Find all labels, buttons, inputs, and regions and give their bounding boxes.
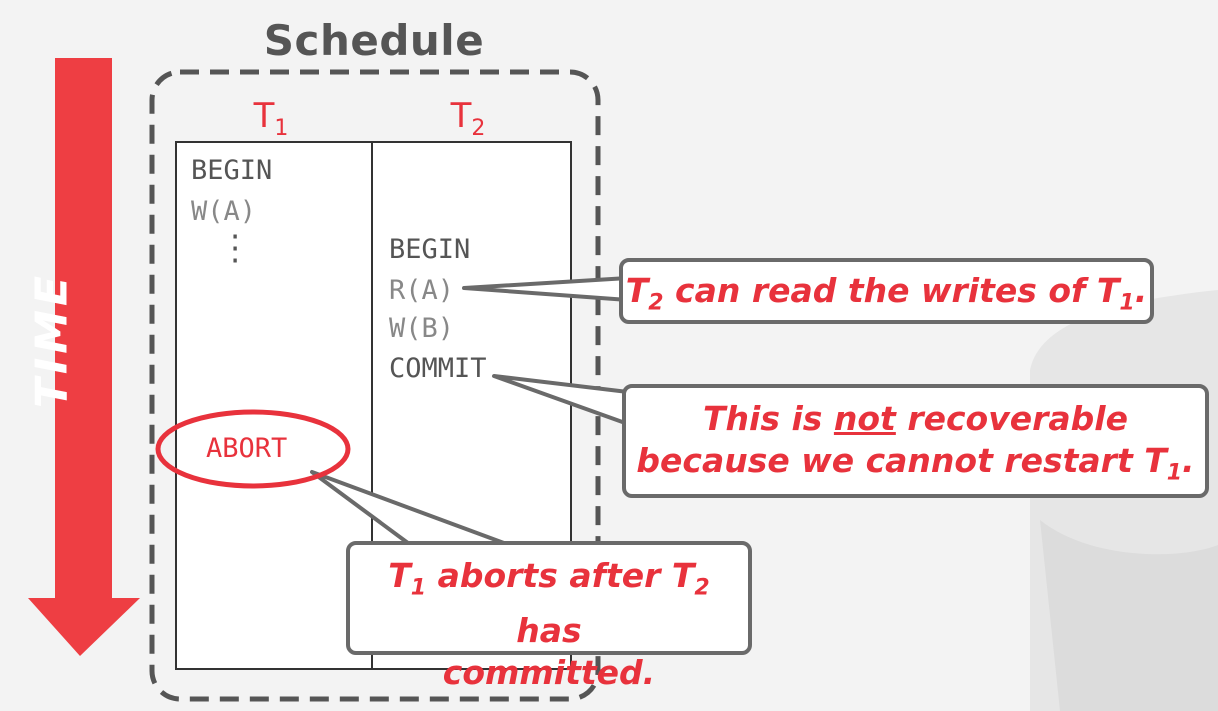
callout-aborts-after: T1 aborts after T2 has committed. xyxy=(346,541,752,692)
t2-read-a: R(A) xyxy=(389,275,455,306)
callout-read-writes: T2 can read the writes of T1. xyxy=(619,258,1154,324)
t1-begin: BEGIN xyxy=(191,155,273,186)
time-arrow-icon xyxy=(28,58,140,656)
column-header-t1: T1 xyxy=(253,96,289,141)
callout-not-recoverable: This is not recoverable because we canno… xyxy=(622,384,1209,498)
t2-begin: BEGIN xyxy=(389,234,471,265)
t1-write-a: W(A) xyxy=(191,196,257,227)
t2-write-b: W(B) xyxy=(389,313,455,344)
column-header-t2: T2 xyxy=(450,96,486,141)
t2-commit: COMMIT xyxy=(389,353,487,384)
t1-abort: ABORT xyxy=(206,433,288,464)
schedule-title: Schedule xyxy=(263,16,485,65)
